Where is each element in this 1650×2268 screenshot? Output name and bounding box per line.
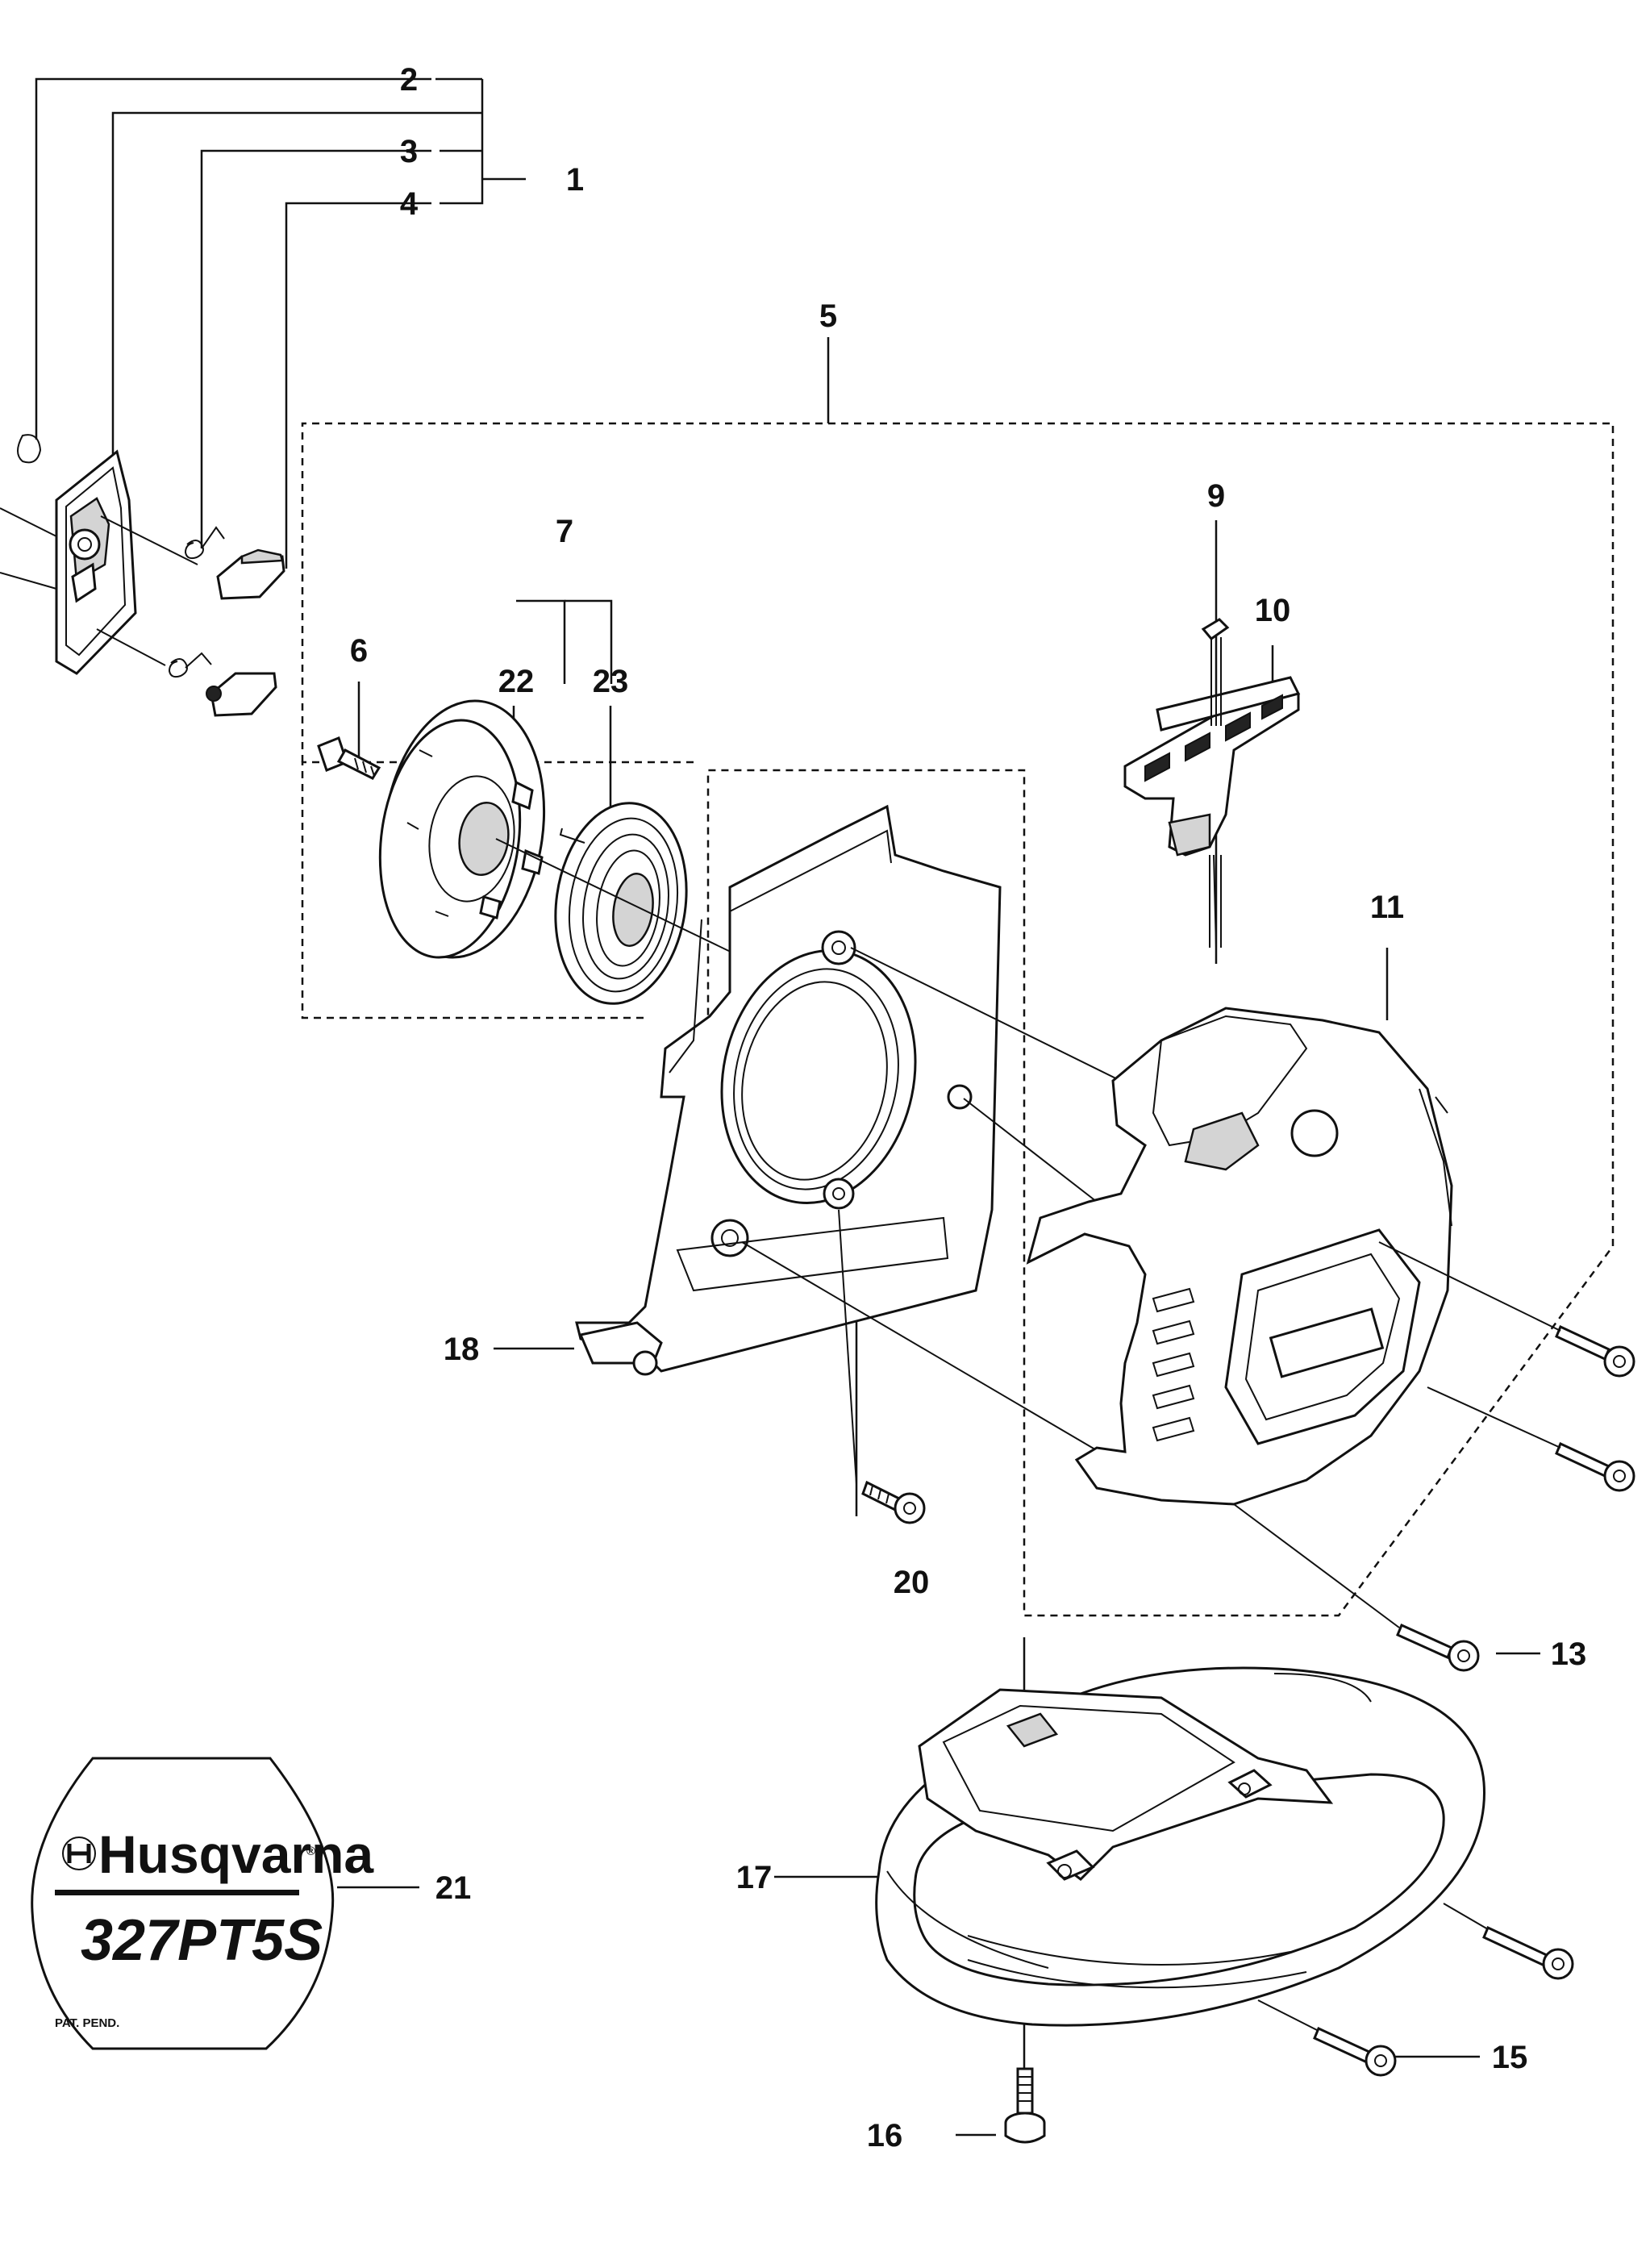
pulley-22 (378, 699, 546, 959)
bolt-6 (317, 736, 381, 780)
callout-11: 11 (1370, 890, 1404, 925)
callout-15: 15 (1492, 2040, 1528, 2075)
decal-note: PAT. PEND. (55, 2016, 119, 2030)
assembly-5-dashed-outline-b (301, 422, 1615, 1617)
callout-22: 22 (498, 664, 535, 699)
bolt-16 (1004, 2067, 1046, 2144)
callout-7: 7 (556, 514, 573, 549)
bolts-13 (1233, 1241, 1635, 1672)
spring-3 (168, 526, 225, 678)
starter-rope-9 (1201, 618, 1230, 948)
callout-4: 4 (400, 186, 419, 222)
pawl-4 (206, 548, 285, 717)
decal-model: 327PT5S (81, 1908, 323, 1973)
callout-17: 17 (736, 1860, 773, 1895)
callout-18: 18 (444, 1332, 480, 1367)
callout-3: 3 (400, 134, 418, 169)
husqvarna-logo-icon (62, 1836, 96, 1870)
callout-16: 16 (867, 2118, 903, 2153)
callout-10: 10 (1255, 593, 1291, 628)
callout-labels: 2 3 4 1 5 7 6 22 23 9 10 11 18 20 13 17 … (350, 62, 1586, 2153)
housing-to-cover-lines (741, 947, 1146, 1485)
callout-6: 6 (350, 633, 368, 669)
fan-cover-11 (1026, 1007, 1453, 1506)
callout-5: 5 (819, 298, 837, 334)
loop-handle-17 (875, 1666, 1485, 2027)
callout-21: 21 (435, 1870, 472, 1906)
callout-2: 2 (400, 62, 418, 98)
starter-housing-18 (575, 804, 1002, 1376)
spring-clip-2 (17, 434, 42, 464)
starter-pawl-cover (0, 449, 198, 675)
decal-registered-mark: ® (306, 1845, 315, 1858)
callout-20: 20 (894, 1565, 930, 1600)
callout-13: 13 (1551, 1636, 1587, 1672)
bolt-20 (861, 1480, 926, 1524)
model-decal-21: Husqvarna ® 327PT5S PAT. PEND. (31, 1757, 374, 2050)
decal-brand: Husqvarna (98, 1824, 374, 1884)
callout-23: 23 (593, 664, 629, 699)
starter-handle-10 (1123, 676, 1301, 857)
leader-lines-1-4 (35, 77, 526, 569)
decal-rule (55, 1890, 299, 1895)
bolts-15 (1257, 1903, 1574, 2077)
callout-1: 1 (566, 162, 584, 198)
callout-9: 9 (1207, 478, 1225, 514)
recoil-spring-23 (554, 802, 688, 1005)
